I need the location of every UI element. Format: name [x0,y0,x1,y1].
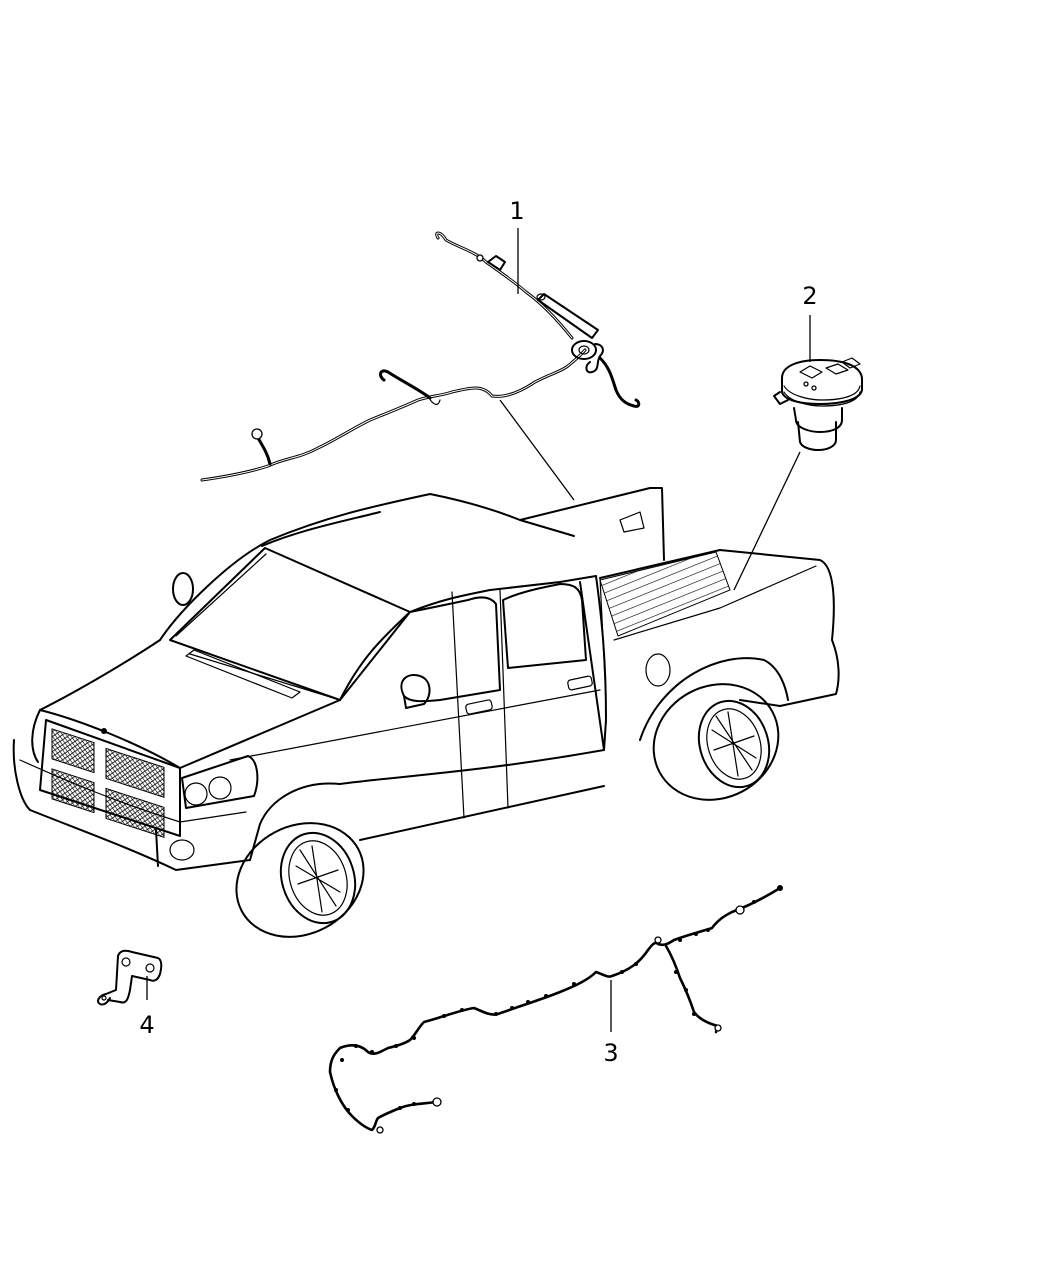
pickup-truck-illustration [12,487,840,938]
part-3-body-harness [328,885,783,1134]
leader-line-2b [733,451,801,591]
callout-1: 1 [509,197,525,225]
leader-line-1b [499,399,575,501]
part-4-bracket [97,949,163,1006]
part-2-trailer-connector [773,357,863,451]
part-1-overhead-harness [200,231,641,482]
callout-3: 3 [603,1039,619,1067]
callout-4: 4 [139,1011,155,1039]
callout-2: 2 [802,282,818,310]
